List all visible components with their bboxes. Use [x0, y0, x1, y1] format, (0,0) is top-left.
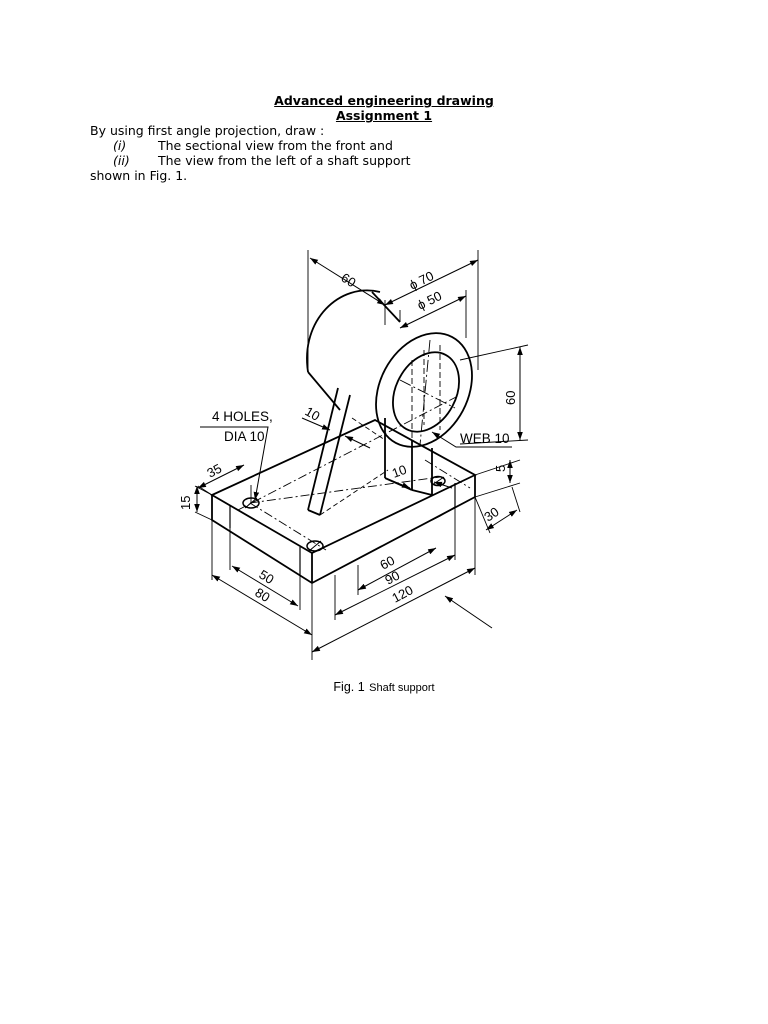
dimension-lines: [194, 257, 523, 653]
dim-label: 35: [204, 461, 224, 481]
dim-label: 15: [178, 496, 193, 510]
list-item-number: (ii): [113, 153, 130, 168]
dim-label: 10: [303, 404, 323, 424]
holes-leader: [200, 426, 269, 501]
instruction-outro: shown in Fig. 1.: [90, 168, 188, 183]
holes-label: 4 HOLES,: [212, 409, 273, 424]
dim-phi50: [399, 295, 467, 329]
cylinder-front-face: [375, 332, 473, 448]
web-hidden-lines: [319, 417, 389, 516]
list-item: The sectional view from the front and: [158, 138, 393, 153]
list-item-number: (i): [113, 138, 127, 153]
web: [307, 387, 351, 516]
upright-and-cylinder: [306, 289, 473, 496]
dim-label: 60: [338, 270, 358, 290]
instruction-intro: By using first angle projection, draw :: [90, 123, 325, 138]
web-leader: [431, 431, 512, 448]
dim-10-web-right: [344, 435, 371, 449]
base-center-lines: [237, 394, 471, 551]
dim-label: ϕ 70: [407, 268, 436, 293]
dim-120: [311, 567, 476, 653]
bore-circle: [392, 351, 460, 433]
dim-label: 90: [382, 568, 402, 588]
dim-label: 60: [377, 553, 397, 573]
hole-icon: [306, 540, 324, 552]
document-subtitle: Assignment 1: [335, 108, 433, 123]
figure-caption: Fig. 1 Shaft support: [0, 678, 768, 696]
dim-label: 30: [481, 504, 501, 525]
bore-hidden-lines: [411, 345, 441, 440]
dim-35: [197, 464, 245, 489]
dim-30: [485, 509, 518, 531]
document-title: Advanced engineering drawing: [274, 93, 494, 108]
caption-fig-number: Fig. 1: [333, 680, 365, 694]
dim-label: 80: [252, 585, 272, 605]
bore-center-lines: [399, 339, 456, 446]
dim-80: [211, 574, 313, 636]
caption-text: Shaft support: [369, 682, 435, 694]
dim-label: 50: [256, 567, 276, 587]
dim-10-web-left: [301, 417, 331, 431]
view-direction-arrow: [444, 595, 493, 629]
web-label: WEB 10: [460, 431, 510, 446]
dim-label: 5: [493, 465, 508, 472]
dim-label: 60: [503, 391, 518, 405]
dim-10-mid: [389, 479, 411, 489]
holes-label: DIA 10: [224, 429, 265, 444]
list-item: The view from the left of a shaft suppor…: [158, 153, 411, 168]
dimension-labels: 4 HOLES, DIA 10 WEB 10 60 ϕ 70 ϕ 50 60 1…: [178, 268, 518, 606]
cylinder-back-arc: [306, 289, 381, 373]
dim-label: 10: [390, 462, 409, 481]
extension-lines: [194, 250, 529, 660]
base-holes: [242, 475, 446, 552]
dim-60-top: [309, 257, 386, 306]
